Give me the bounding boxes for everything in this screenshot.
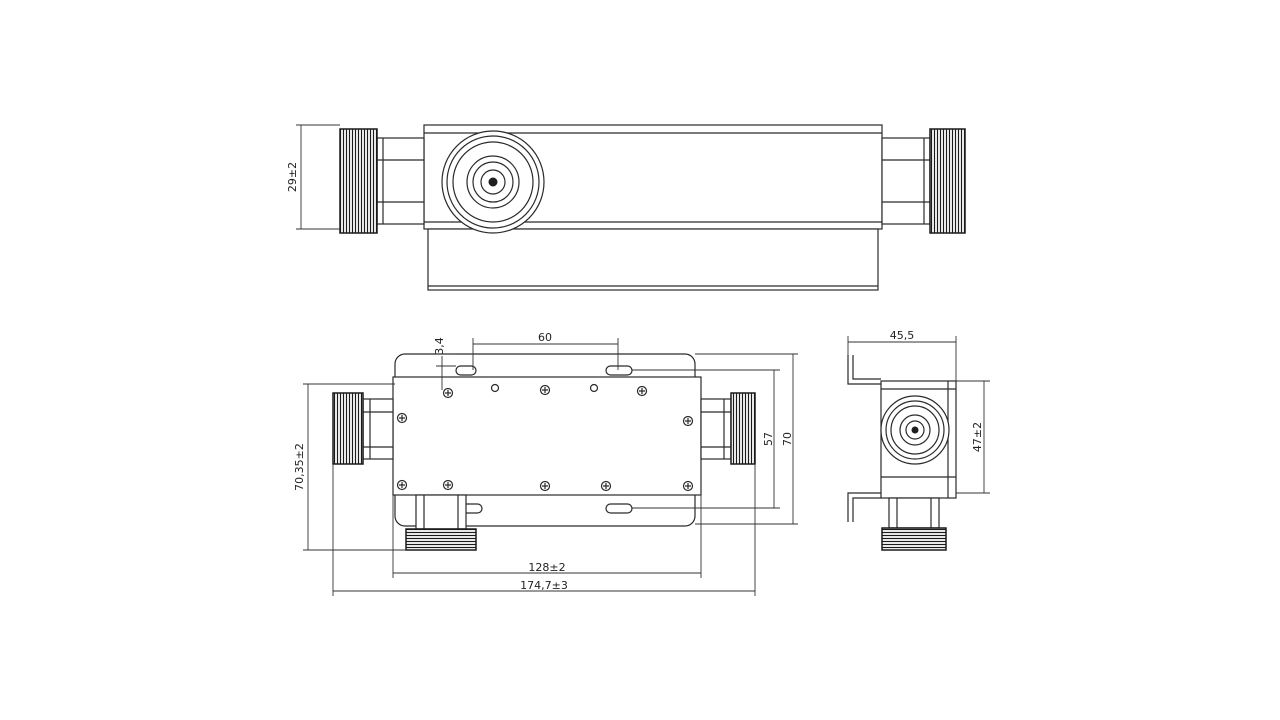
slot (455, 365, 477, 376)
slot (605, 365, 633, 376)
dim-slot-spacing: 60 (472, 331, 619, 370)
bracket-top (847, 355, 881, 385)
dim-body-length-label: 128±2 (528, 561, 565, 574)
side-bottom-connector (881, 497, 947, 551)
dim-inner-height-label: 57 (762, 432, 775, 446)
top-plate (427, 228, 879, 291)
dim-slot-offset-label: 3,4 (433, 337, 446, 355)
dim-top-height-label: 29±2 (286, 162, 299, 192)
slot (605, 503, 633, 514)
dim-total-length-label: 174,7±3 (520, 579, 568, 592)
front-right-connector (700, 392, 756, 465)
left-connector (339, 128, 425, 234)
dim-side-height-label: 47±2 (971, 422, 984, 452)
dim-outer-height-label: 70,35±2 (293, 443, 306, 491)
top-round-connector (441, 130, 545, 234)
top-view: 29±2 (286, 124, 966, 291)
front-view: 60 3,4 70,35±2 57 70 (293, 331, 798, 596)
screw-row-bottom (396, 479, 694, 492)
screw-row-top (396, 383, 694, 427)
dim-top-height: 29±2 (286, 124, 340, 230)
dim-side-width-label: 45,5 (890, 329, 915, 342)
dim-side-width: 45,5 (847, 329, 957, 381)
dim-flange-height-label: 70 (781, 432, 794, 446)
dim-body-length: 128±2 (392, 495, 702, 578)
front-left-connector (332, 392, 394, 465)
dim-flange-height: 70 (695, 353, 798, 525)
dim-slot-spacing-label: 60 (538, 331, 552, 344)
dim-outer-height: 70,35±2 (293, 383, 406, 551)
front-body (392, 376, 702, 496)
side-view: 45,5 47±2 (847, 329, 990, 551)
dim-total-length: 174,7±3 (332, 464, 756, 596)
right-connector (881, 128, 966, 234)
dim-side-height: 47±2 (956, 380, 990, 494)
front-bottom-connector (405, 494, 477, 551)
bracket-bottom (847, 492, 881, 522)
dim-slot-offset: 3,4 (433, 337, 456, 390)
side-round-connector (880, 395, 950, 465)
